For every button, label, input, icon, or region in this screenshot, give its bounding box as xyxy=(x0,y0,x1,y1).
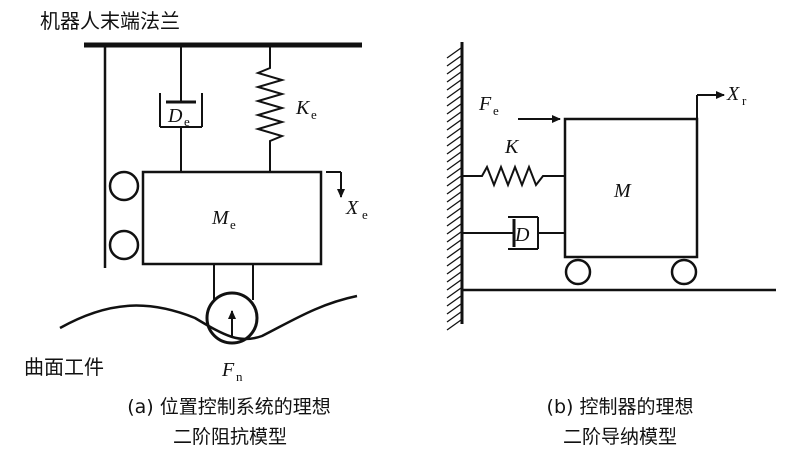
wheel-left xyxy=(564,258,592,286)
hatched-wall xyxy=(446,42,464,331)
wall-hatch-line xyxy=(446,183,462,195)
damper-de: D e xyxy=(159,45,203,172)
caption-b-line2: 二阶导纳模型 xyxy=(563,426,677,448)
force-fe-sub: e xyxy=(493,103,499,118)
wall-hatch-line xyxy=(446,271,462,283)
disp-xe-sub: e xyxy=(362,207,368,222)
wall-hatch-line xyxy=(446,55,462,67)
wall-hatch-line xyxy=(446,311,462,323)
panel-b-admittance-model: F e K D M X r (b) 控制器的理想 二阶导纳模型 xyxy=(446,42,776,448)
disp-xe-label: X xyxy=(345,197,359,219)
wall-hatch-line xyxy=(446,223,462,235)
force-fn-sub: n xyxy=(236,369,243,384)
caption-b-line1: (b) 控制器的理想 xyxy=(547,396,694,418)
spring-ke: K e xyxy=(254,45,317,172)
wall-hatch-line xyxy=(446,207,462,219)
wall-hatch-line xyxy=(446,239,462,251)
wall-hatch-line xyxy=(446,287,462,299)
wall-hatch-line xyxy=(446,95,462,107)
damper-de-label: D xyxy=(167,105,183,127)
mass-me-label: M xyxy=(211,207,230,229)
wall-hatch-line xyxy=(446,127,462,139)
wall-hatch-line xyxy=(446,319,462,331)
flange-label: 机器人末端法兰 xyxy=(40,9,180,33)
wall-hatch-line xyxy=(446,47,462,59)
caption-a-line2: 二阶阻抗模型 xyxy=(173,426,287,448)
guide-roller-bottom xyxy=(108,229,140,261)
disp-xr-label: X xyxy=(726,83,740,105)
wall-hatch-line xyxy=(446,303,462,315)
wall-hatch-line xyxy=(446,263,462,275)
wall-hatch-line xyxy=(446,255,462,267)
wall-hatch-line xyxy=(446,295,462,307)
caption-a-line1: (a) 位置控制系统的理想 xyxy=(127,396,331,418)
damper-d-label: D xyxy=(514,224,530,246)
surface-label: 曲面工件 xyxy=(24,355,104,379)
damper-de-sub: e xyxy=(184,114,190,129)
mass-m xyxy=(563,117,699,259)
spring-ke-label: K xyxy=(295,97,311,119)
mass-me-sub: e xyxy=(230,217,236,232)
wall-hatch-line xyxy=(446,135,462,147)
spring-k-label: K xyxy=(504,136,520,158)
wall-hatch-line xyxy=(446,247,462,259)
disp-xr-sub: r xyxy=(742,93,747,108)
damper-d: D xyxy=(462,216,565,250)
wall-hatch-line xyxy=(446,191,462,203)
wall-hatch-line xyxy=(446,79,462,91)
wall-hatch-line xyxy=(446,199,462,211)
wall-hatch-line xyxy=(446,143,462,155)
wall-hatch-line xyxy=(446,103,462,115)
wall-hatch-line xyxy=(446,87,462,99)
spring-ke-sub: e xyxy=(311,107,317,122)
spring-k: K xyxy=(462,136,565,188)
wall-hatch-line xyxy=(446,231,462,243)
curved-workpiece-surface xyxy=(59,294,358,341)
wall-hatch-line xyxy=(446,111,462,123)
guide-roller-top xyxy=(108,170,140,202)
force-fe-label: F xyxy=(478,93,492,115)
wall-hatch-line xyxy=(446,151,462,163)
force-fn-label: F xyxy=(221,359,235,381)
wall-hatch-line xyxy=(446,175,462,187)
wheel-right xyxy=(670,258,698,286)
wall-hatch-line xyxy=(446,63,462,75)
wall-hatch-line xyxy=(446,159,462,171)
panel-a-impedance-model: 机器人末端法兰 D e K e M e xyxy=(24,9,368,448)
wall-hatch-line xyxy=(446,167,462,179)
wall-hatch-line xyxy=(446,279,462,291)
wall-hatch-line xyxy=(446,71,462,83)
mass-m-label: M xyxy=(613,180,632,202)
wall-hatch-line xyxy=(446,119,462,131)
mass-me xyxy=(141,170,323,266)
wall-hatch-line xyxy=(446,215,462,227)
